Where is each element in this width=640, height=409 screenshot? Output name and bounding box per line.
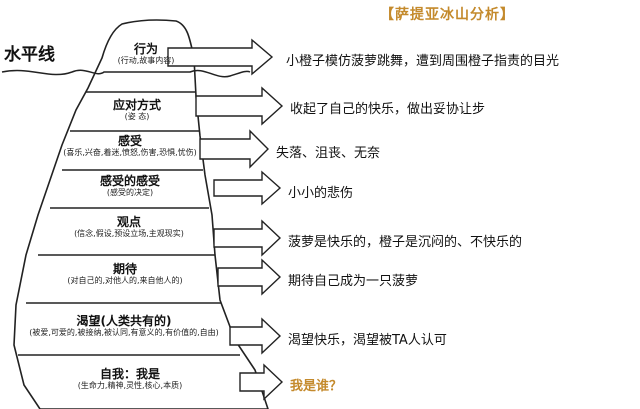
layer-name: 渴望(人类共有的) [22,314,226,328]
layer-yearnings: 渴望(人类共有的) (被爱,可爱的,被接纳,被认同,有意义的,有价值的,自由) [22,314,226,338]
arrow-2 [196,88,282,124]
analysis-yearnings: 渴望快乐，渴望被TA人认可 [288,329,447,348]
waterline-label: 水平线 [4,40,55,65]
layer-behavior: 行为 (行动,故事内容) [100,42,192,66]
layer-coping: 应对方式 (姿 态) [82,98,192,122]
layer-sub: (对自己的,对他人的,来自他人的) [36,276,214,286]
arrow-5 [214,221,280,255]
layer-name: 观点 [46,215,212,229]
layer-name: 感受 [60,134,200,148]
arrow-6 [218,260,280,294]
layer-sub: (被爱,可爱的,被接纳,被认同,有意义的,有价值的,自由) [22,328,226,338]
analysis-coping: 收起了自己的快乐，做出妥协让步 [290,98,485,117]
layer-name: 感受的感受 [60,174,200,188]
layer-name: 期待 [36,262,214,276]
layer-name: 应对方式 [82,98,192,112]
layer-feelings-about-feelings: 感受的感受 (感受的决定) [60,174,200,198]
analysis-feelings-about-feelings: 小小的悲伤 [288,182,353,201]
layer-expectations: 期待 (对自己的,对他人的,来自他人的) [36,262,214,286]
layer-sub: (感受的决定) [60,188,200,198]
analysis-perceptions: 菠萝是快乐的，橙子是沉闷的、不快乐的 [288,231,522,250]
layer-sub: (生命力,精神,灵性,核心,本质) [40,381,220,391]
arrow-4 [214,172,280,204]
diagram-title: 【萨提亚冰山分析】 [380,4,640,24]
analysis-feelings: 失落、沮丧、无奈 [276,142,380,161]
layer-sub: (姿 态) [82,112,192,122]
layer-sub: (行动,故事内容) [100,56,192,66]
layer-self: 自我：我是 (生命力,精神,灵性,核心,本质) [40,367,220,391]
analysis-behavior: 小橙子模仿菠萝跳舞，遭到周围橙子指责的目光 [286,50,559,69]
layer-perceptions: 观点 (信念,假设,预设立场,主观现实) [46,215,212,239]
layer-feelings: 感受 (喜乐,兴奋,着迷,愤怒,伤害,恐惧,忧伤) [60,134,200,158]
layer-name: 行为 [100,42,192,56]
arrow-3 [200,131,268,167]
layer-sub: (喜乐,兴奋,着迷,愤怒,伤害,恐惧,忧伤) [60,148,200,158]
layer-name: 自我：我是 [40,367,220,381]
layer-sub: (信念,假设,预设立场,主观现实) [46,229,212,239]
analysis-expectations: 期待自己成为一只菠萝 [288,270,418,289]
analysis-self: 我是谁？ [290,375,342,394]
